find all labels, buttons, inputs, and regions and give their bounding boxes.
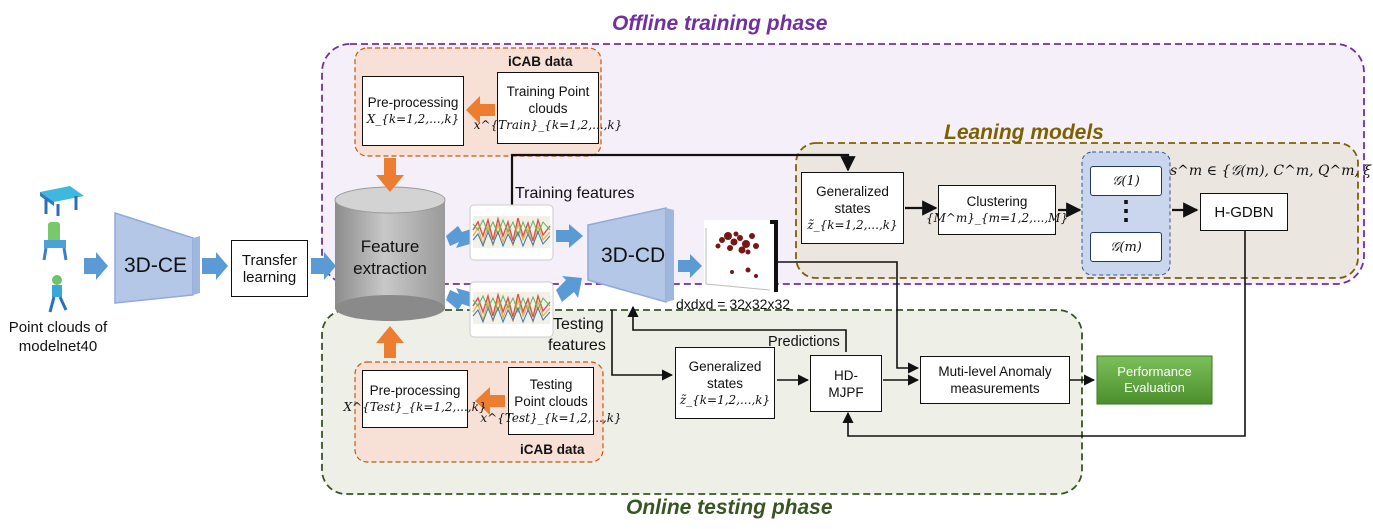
perf-line1: Performance <box>1117 364 1192 379</box>
train-source-line2: clouds <box>528 100 568 116</box>
graph-last-label: 𝒢(m) <box>1110 239 1142 255</box>
learning-gen-math: z̃_{k=1,2,...,k} <box>807 217 898 232</box>
clustering-math: {M^m}_{m=1,2,...,M} <box>925 211 1069 225</box>
training-features-label: Training features <box>515 185 635 202</box>
hgdbn-label: H-GDBN <box>1214 203 1274 221</box>
graph-last-box: 𝒢(m) <box>1090 232 1162 262</box>
feature-extraction-line2: extraction <box>353 259 427 278</box>
hdmjpf-line1: HD- <box>834 367 858 383</box>
clustering-box: Clustering {M^m}_{m=1,2,...,M} <box>926 185 1068 235</box>
transfer-line2: learning <box>242 268 297 286</box>
test-source-math: x^{Test}_{k=1,2,...,k} <box>480 410 622 425</box>
encoder-label: 3D-CE <box>124 254 188 277</box>
feature-extraction-label: Feature extraction <box>336 236 444 280</box>
learning-models-title: Leaning models <box>944 121 1104 144</box>
input-label: Point clouds of modelnet40 <box>2 318 114 356</box>
anomaly-line1: Muti-level Anomaly <box>938 364 1052 379</box>
graph-dots: ⋮ <box>1113 195 1139 225</box>
testing-gen-line2: states <box>706 375 744 391</box>
graph-first-label: 𝒢(1) <box>1112 173 1140 189</box>
feature-extraction-line1: Feature <box>360 237 420 256</box>
point-cloud-icons <box>40 186 84 313</box>
train-preproc-label: Pre-processing <box>367 95 459 110</box>
train-source-box: Training Point clouds x^{Train}_{k=1,2,.… <box>474 72 622 144</box>
predictions-label: Predictions <box>768 334 840 350</box>
transfer-line1: Transfer <box>241 251 298 269</box>
hdmjpf-box: HD- MJPF <box>810 355 882 412</box>
train-preprocessing-box: Pre-processing X_{k=1,2,...,k} <box>362 76 464 146</box>
dims-label: dxdxd = 32x32x32 <box>676 296 791 312</box>
transfer-learning-box: Transfer learning <box>231 240 308 297</box>
learning-gen-states-box: Generalized states z̃_{k=1,2,...,k} <box>801 172 904 244</box>
training-feature-plot <box>469 204 554 261</box>
test-preprocessing-box: Pre-processing X^{Test}_{k=1,2,...,k} <box>343 370 487 428</box>
test-preproc-math: X^{Test}_{k=1,2,...,k} <box>343 400 487 414</box>
anomaly-box: Muti-level Anomaly measurements <box>920 356 1070 404</box>
graph-first-box: 𝒢(1) <box>1090 166 1162 196</box>
testing-gen-math: z̃_{k=1,2,...,k} <box>679 392 771 407</box>
decoder-shape <box>587 207 674 303</box>
input-label-line2: modelnet40 <box>18 338 98 355</box>
blue-arrows <box>84 224 702 310</box>
feature-extraction-cylinder <box>334 186 446 321</box>
train-source-line1: Training Point <box>506 83 590 99</box>
test-preproc-label: Pre-processing <box>369 383 461 398</box>
test-source-line1: Testing <box>529 376 573 392</box>
train-source-math: x^{Train}_{k=1,2,...,k} <box>473 117 623 132</box>
input-label-line1: Point clouds of <box>8 319 108 336</box>
performance-box-shape <box>1096 355 1213 405</box>
learning-gen-line1: Generalized <box>816 183 889 199</box>
test-source-line2: Point clouds <box>514 393 588 409</box>
hgdbn-box: H-GDBN <box>1200 193 1288 231</box>
testing-gen-states-box: Generalized states z̃_{k=1,2,...,k} <box>675 347 775 419</box>
orange-arrows <box>376 96 505 415</box>
train-preproc-math: X_{k=1,2,...,k} <box>366 112 460 126</box>
anomaly-line2: measurements <box>950 381 1040 396</box>
icab-test-title: iCAB data <box>520 442 585 457</box>
voxel-reconstruction-image <box>704 220 778 292</box>
clustering-label: Clustering <box>966 194 1028 209</box>
learning-gen-line2: states <box>834 200 871 216</box>
testing-features-line1: Testing <box>553 316 604 333</box>
testing-features-line2: features <box>548 337 606 354</box>
performance-evaluation-box: Performance Evaluation <box>1097 356 1212 404</box>
perf-line2: Evaluation <box>1124 380 1185 395</box>
testing-features-label: Testing features <box>548 314 606 356</box>
online-phase-title: Online testing phase <box>626 496 833 519</box>
encoder-shape <box>114 211 200 304</box>
offline-phase-title: Offline training phase <box>612 12 828 35</box>
icab-train-title: iCAB data <box>508 54 573 69</box>
decoder-label: 3D-CD <box>601 244 666 267</box>
hdmjpf-line2: MJPF <box>828 384 864 400</box>
testing-feature-plot <box>469 281 554 338</box>
testing-gen-line1: Generalized <box>688 358 762 374</box>
set-formula: s^m ∈ {𝒢(m), C^m, Q^m, ξ^m}, T <box>1170 163 1373 179</box>
test-source-box: Testing Point clouds x^{Test}_{k=1,2,...… <box>480 367 622 435</box>
